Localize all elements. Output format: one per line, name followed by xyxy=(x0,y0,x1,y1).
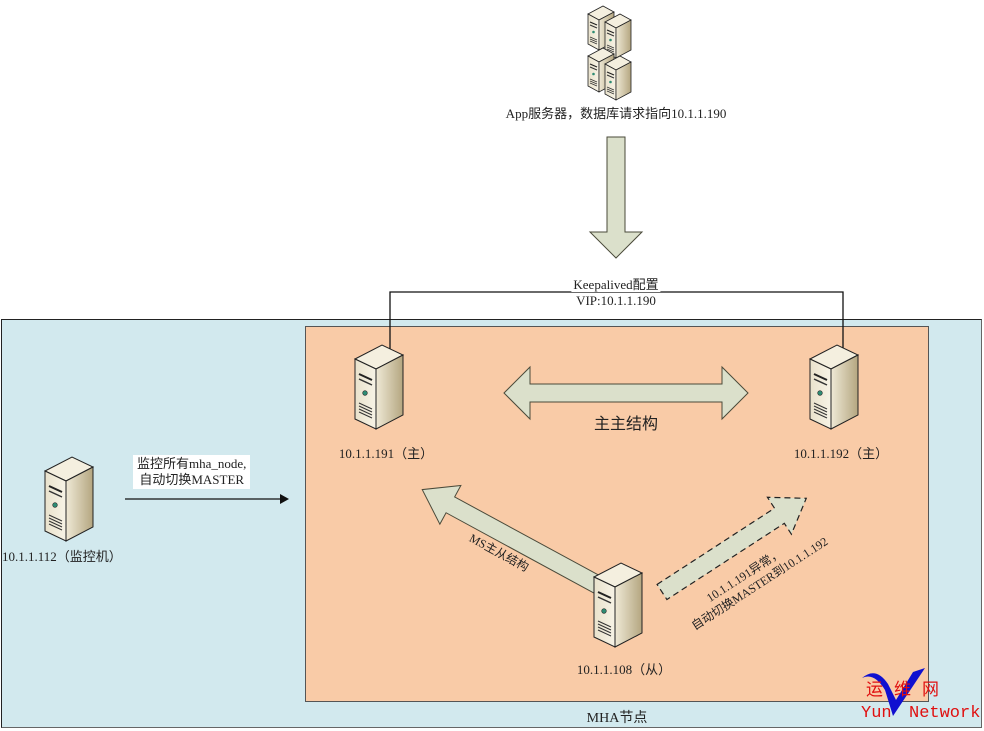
monitor-action-line1: 监控所有mha_node, xyxy=(137,456,247,471)
logo-text-left: Yun xyxy=(861,704,892,723)
app-server-label: App服务器，数据库请求指向10.1.1.190 xyxy=(505,106,727,121)
app-server-cluster-icon xyxy=(587,5,632,101)
monitor-arrow-head xyxy=(280,494,289,504)
failover-arrow xyxy=(656,496,808,601)
master2-server-icon xyxy=(809,344,859,430)
monitor-action-label: 监控所有mha_node, 自动切换MASTER xyxy=(133,455,251,489)
monitor-action-line2: 自动切换MASTER xyxy=(139,472,245,487)
ms-replication-arrow xyxy=(421,484,603,594)
request-down-arrow xyxy=(588,136,644,259)
logo-char-1: 运 xyxy=(866,680,883,700)
keepalived-label-line1: Keepalived配置 xyxy=(571,277,661,292)
master1-server-icon xyxy=(354,344,404,430)
logo-char-2: 维 xyxy=(894,680,911,700)
logo-text-right: Network xyxy=(909,704,981,723)
master-master-arrow xyxy=(503,365,749,421)
keepalived-connector xyxy=(389,291,844,355)
master-master-label: 主主结构 xyxy=(593,414,659,433)
monitor-label: 10.1.1.112（监控机） xyxy=(2,549,122,564)
master1-label: 10.1.1.191（主） xyxy=(338,446,434,461)
slave-label: 10.1.1.108（从） xyxy=(576,662,672,677)
logo-char-3: 网 xyxy=(922,680,939,700)
monitor-server-icon xyxy=(44,456,94,542)
keepalived-vip-label: VIP:10.1.1.190 xyxy=(574,293,658,308)
logo-v-icon xyxy=(862,668,925,716)
master2-label: 10.1.1.192（主） xyxy=(793,446,889,461)
mha-group-label: MHA节点 xyxy=(586,711,648,726)
slave-server-icon xyxy=(593,562,643,648)
